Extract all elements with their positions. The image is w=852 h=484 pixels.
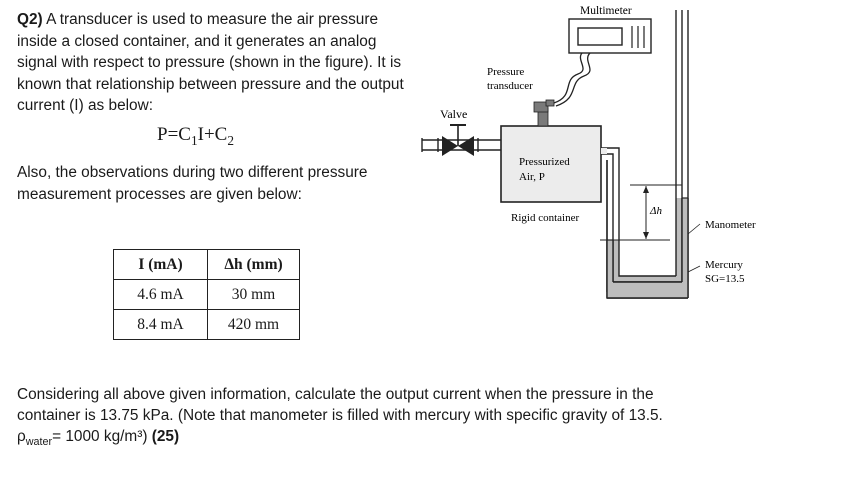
data-table: I (mA) Δh (mm) 4.6 mA 30 mm 8.4 mA 420 m…: [113, 249, 300, 340]
equation-lhs: P=C: [157, 124, 191, 145]
pressurized-air-label-2: Air, P: [519, 171, 545, 183]
question-number: Q2): [17, 11, 43, 28]
pressure-transducer-label-2: transducer: [487, 80, 533, 92]
mercury-outer-right: [682, 198, 688, 298]
mercury-right-high: [676, 198, 682, 240]
mercury-left-column: [613, 240, 619, 282]
table-header-row: I (mA) Δh (mm): [113, 249, 300, 280]
equation: P=C1I+C2: [157, 124, 234, 149]
manometer-label: Manometer: [705, 219, 756, 231]
equation-sub1: 1: [190, 132, 198, 148]
delta-h-label: Δh: [649, 205, 662, 217]
mercury-label-1: Mercury: [705, 259, 743, 271]
observations-text: Also, the observations during two differ…: [17, 164, 368, 203]
valve-label: Valve: [440, 107, 467, 121]
manometer-inner-tube: [601, 147, 676, 277]
equation-mid: I+C: [197, 124, 228, 145]
question-text: Q2) A transducer is used to measure the …: [17, 9, 412, 117]
pressurized-air-label-1: Pressurized: [519, 156, 570, 168]
signal-wire: [553, 52, 584, 104]
multimeter-display: [577, 27, 623, 46]
valve-right-triangle: [458, 136, 474, 156]
multimeter-label: Multimeter: [580, 5, 632, 17]
points-label: (25): [151, 428, 180, 445]
table-cell: 420 mm: [207, 309, 300, 340]
final-question-text: Considering all above given information,…: [17, 384, 717, 453]
table-header-delta-h: Δh (mm): [207, 249, 300, 280]
mercury-outer-left: [607, 240, 613, 298]
rho-value: = 1000 kg/m³): [52, 428, 152, 445]
mercury-right-column: [676, 240, 682, 282]
mercury-label-2: SG=13.5: [705, 273, 745, 285]
rho-subscript: water: [25, 436, 53, 449]
equation-sub2: 2: [227, 132, 234, 148]
pressure-transducer-label-1: Pressure: [487, 66, 524, 78]
rigid-container-label: Rigid container: [511, 212, 579, 224]
table-cell: 8.4 mA: [113, 309, 208, 340]
valve-left-triangle: [442, 136, 458, 156]
mercury-outer-bottom: [607, 282, 688, 298]
final-question-body: Considering all above given information,…: [17, 386, 663, 424]
mercury-bottom: [613, 276, 682, 282]
rho-symbol: ρ: [17, 428, 26, 445]
question-intro: A transducer is used to measure the air …: [17, 11, 404, 114]
table-row: 4.6 mA 30 mm: [113, 279, 300, 310]
apparatus-figure: Δh Valve Pressure transducer Multimeter …: [421, 5, 756, 299]
table-header-current: I (mA): [113, 249, 208, 280]
table-row: 8.4 mA 420 mm: [113, 309, 300, 340]
table-cell: 30 mm: [207, 279, 300, 310]
table-cell: 4.6 mA: [113, 279, 208, 310]
rigid-container: [500, 125, 602, 203]
